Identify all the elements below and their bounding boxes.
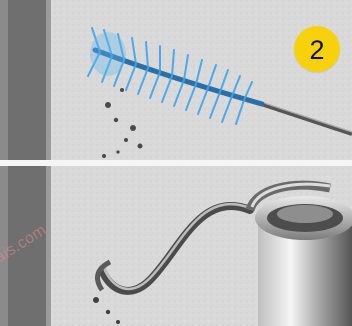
panel-divider <box>0 160 352 166</box>
hole-wall-top <box>0 0 8 160</box>
hole-wall-bottom <box>0 166 8 326</box>
step-number: 2 <box>309 37 324 64</box>
step-badge: 2 <box>294 26 340 72</box>
